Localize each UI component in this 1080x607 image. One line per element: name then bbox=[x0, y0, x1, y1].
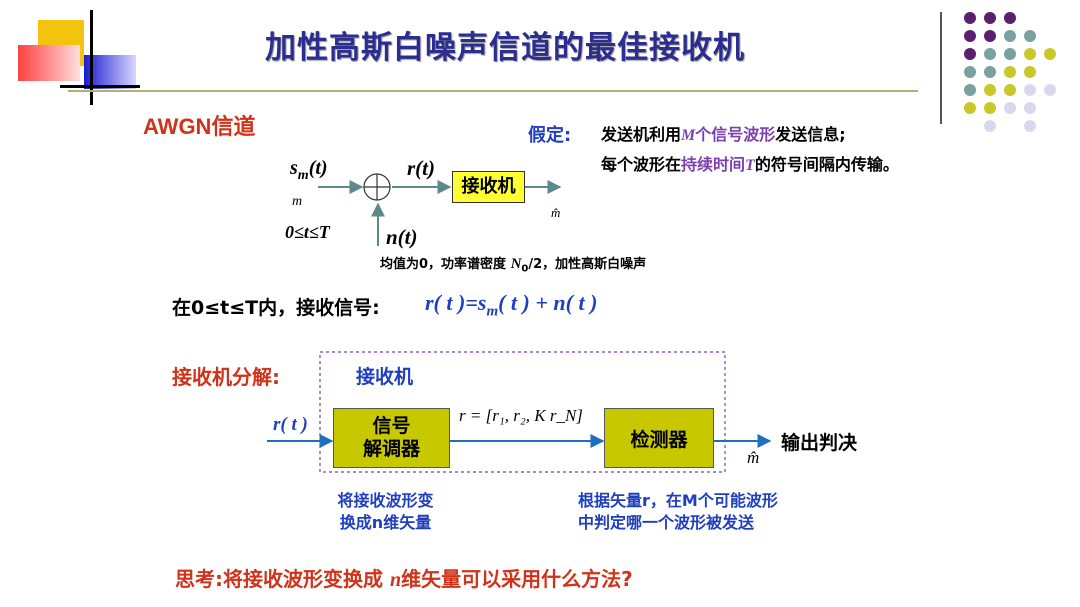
detector-block: 检测器 bbox=[604, 408, 714, 468]
question-line: 思考:将接收波形变换成 n维矢量可以采用什么方法? bbox=[175, 567, 633, 591]
time-range-label: 0≤t≤T bbox=[285, 222, 330, 242]
assumption-line-1: 发送机利用M个信号波形发送信息; bbox=[601, 125, 846, 144]
estimate-output-label: m̂ bbox=[551, 205, 561, 220]
receiver-block: 接收机 bbox=[452, 171, 525, 203]
input-signal-label: sm(t) bbox=[290, 157, 328, 183]
detector-note: 根据矢量r，在M个可能波形 中判定哪一个波形被发送 bbox=[578, 491, 778, 532]
signal-demodulator-block: 信号 解调器 bbox=[333, 408, 450, 468]
demodulator-note: 将接收波形变 换成n维矢量 bbox=[337, 491, 434, 532]
channel-output-label: r(t) bbox=[407, 156, 435, 180]
output-decision-label: 输出判决 bbox=[781, 432, 858, 454]
title-underline bbox=[68, 90, 918, 92]
decomposition-receiver-label: 接收机 bbox=[356, 366, 414, 388]
decomposition-estimate-label: m̂ bbox=[747, 448, 760, 467]
page-title: 加性高斯白噪声信道的最佳接收机 bbox=[265, 30, 745, 66]
assumption-line-2: 每个波形在持续时间T的符号间隔内传输。 bbox=[601, 155, 899, 174]
decomposition-input-label: r( t ) bbox=[273, 414, 308, 435]
assumption-label: 假定: bbox=[528, 125, 572, 146]
input-index-label: m bbox=[292, 194, 303, 209]
dot-grid-decoration bbox=[940, 8, 1080, 133]
corner-decoration bbox=[0, 0, 160, 110]
received-signal-prefix: 在0≤t≤T内，接收信号: bbox=[172, 297, 380, 319]
noise-label: n(t) bbox=[386, 225, 418, 249]
awgn-heading: AWGN信道 bbox=[143, 114, 256, 139]
received-signal-equation: r( t )=sm( t ) + n( t ) bbox=[425, 290, 598, 320]
decomposition-heading: 接收机分解: bbox=[172, 365, 280, 389]
noise-description: 均值为0，功率谱密度 N0/2，加性高斯白噪声 bbox=[380, 256, 647, 275]
vector-label: r = [r₁, r₂, K r_N] bbox=[459, 406, 583, 425]
